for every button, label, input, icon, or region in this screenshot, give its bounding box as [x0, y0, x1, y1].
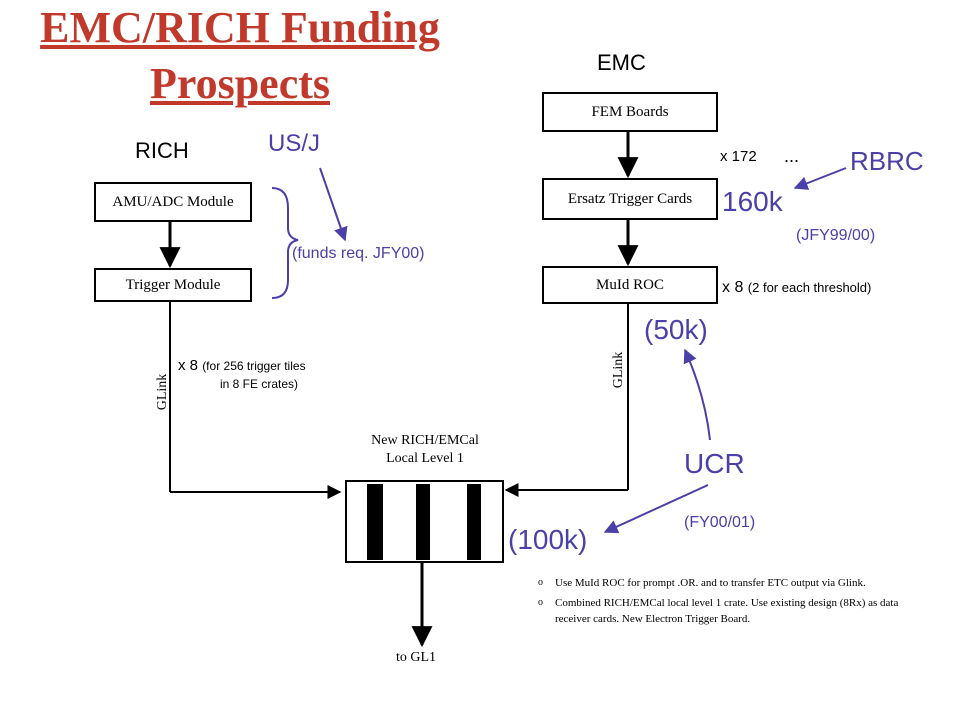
lvl1-label: New RICH/EMCal Local Level 1: [330, 432, 520, 468]
usj-brace: [271, 187, 299, 299]
rbrc-label: RBRC: [850, 146, 924, 176]
rich-mult-note-2: in 8 FE crates): [220, 377, 299, 391]
rich-glink-label: GLink: [155, 373, 170, 411]
note-text: Use MuId ROC for prompt .OR. and to tran…: [555, 577, 866, 589]
ucr-arrow-50k: [683, 348, 711, 441]
note-item: o Use MuId ROC for prompt .OR. and to tr…: [538, 575, 918, 591]
rich-mult-x: x 8: [178, 357, 199, 374]
ucr-arrow-100k: [603, 484, 709, 534]
note-text: Combined RICH/EMCal local level 1 crate.…: [555, 597, 899, 625]
emc-dots: ...: [784, 146, 800, 166]
usj-note: (funds req. JFY00): [292, 245, 425, 262]
lvl1-card-1: [367, 484, 383, 560]
amount-160k: 160k: [722, 186, 783, 217]
usj-arrow: [319, 167, 348, 242]
lvl1-label-line1: New RICH/EMCal: [371, 433, 479, 448]
usj-label: US/J: [268, 130, 321, 157]
amount-100k: (100k): [508, 524, 588, 555]
amount-50k: (50k): [644, 314, 708, 345]
rich-mult-note-1: (for 256 trigger tiles: [202, 359, 306, 373]
emc-x8-value: x 8: [722, 279, 744, 296]
to-gl1-label: to GL1: [396, 650, 437, 665]
amu-adc-module-box: AMU/ADC Module: [94, 182, 252, 222]
note-bullet: o: [538, 577, 543, 588]
note-item: o Combined RICH/EMCal local level 1 crat…: [538, 595, 918, 627]
page-title-line1: EMC/RICH Funding: [40, 3, 440, 52]
rich-multiplicity: x 8 (for 256 trigger tiles: [178, 357, 306, 374]
trigger-module-box: Trigger Module: [94, 268, 252, 302]
note-bullet: o: [538, 597, 543, 608]
emc-x8: x 8 (2 for each threshold): [722, 279, 871, 297]
ersatz-trigger-cards-box: Ersatz Trigger Cards: [542, 178, 718, 220]
lvl1-label-line2: Local Level 1: [386, 451, 464, 466]
muid-roc-box: MuId ROC: [542, 266, 718, 304]
rbrc-arrow: [793, 167, 847, 190]
lvl1-card-3: [467, 484, 481, 560]
page-title-line2: Prospects: [149, 59, 331, 108]
jfy99-label: (JFY99/00): [796, 227, 876, 244]
fem-boards-box: FEM Boards: [542, 92, 718, 132]
rich-heading: RICH: [135, 138, 189, 163]
emc-glink-label: GLink: [611, 351, 626, 389]
ucr-label: UCR: [684, 448, 745, 479]
emc-heading: EMC: [597, 50, 646, 75]
emc-x8-note: (2 for each threshold): [747, 280, 872, 295]
lvl1-card-2: [416, 484, 430, 560]
notes-list: o Use MuId ROC for prompt .OR. and to tr…: [538, 575, 918, 631]
emc-x172: x 172: [720, 148, 757, 165]
lvl1-crate: [345, 480, 504, 563]
fy00-label: (FY00/01): [684, 514, 756, 531]
